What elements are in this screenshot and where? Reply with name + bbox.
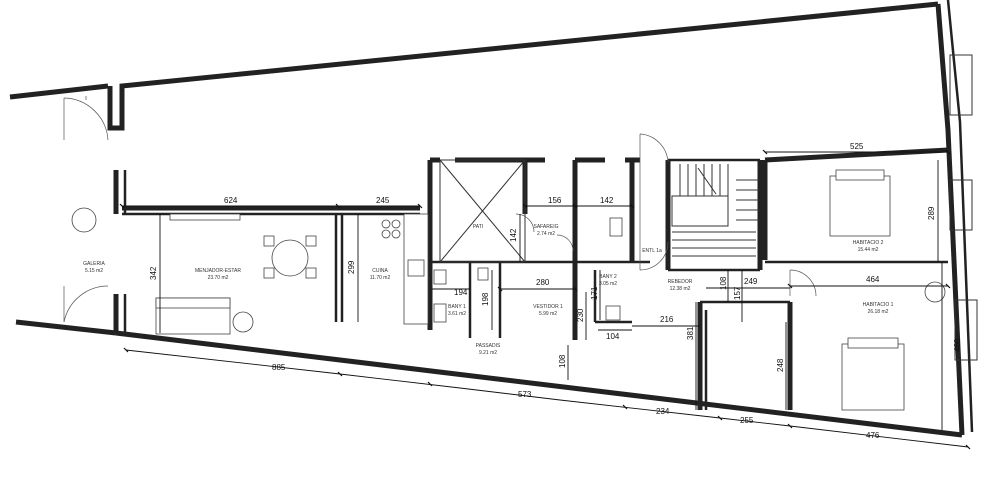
room-name-bany1: BANY 1: [448, 304, 466, 310]
dim-label-460: 460: [953, 338, 962, 352]
dim-label-198: 198: [481, 292, 490, 306]
dim-label-108-bottom: 108: [558, 354, 567, 368]
room-area-bany2: 3.05 m2: [599, 281, 617, 287]
room-name-pati: PATI: [473, 224, 483, 230]
dim-label-194: 194: [454, 288, 468, 297]
room-name-cuina: CUINA: [372, 268, 388, 274]
dim-label-171: 171: [590, 286, 599, 300]
interior-walls: [122, 147, 949, 410]
room-name-habitacio2: HABITACIO 2: [853, 240, 884, 246]
dim-label-108: 108: [719, 276, 728, 290]
room-name-rebedor: REBEDOR: [668, 279, 693, 285]
room-area-rebedor: 12.38 m2: [670, 286, 691, 292]
room-name-entl: ENTL 1a: [642, 248, 662, 254]
room-area-habitacio2: 15.44 m2: [858, 247, 879, 253]
dim-label-245: 245: [376, 196, 390, 205]
patio-void: [439, 159, 526, 263]
dimension-lines: [119, 149, 971, 450]
dim-label-280: 280: [536, 278, 550, 287]
gallery-doors: [63, 96, 109, 323]
dim-label-885: 885: [272, 363, 286, 372]
dim-label-230: 230: [576, 308, 585, 322]
dim-label-289: 289: [927, 206, 936, 220]
room-area-habitacio1: 26.18 m2: [868, 309, 889, 315]
dim-label-573: 573: [518, 390, 532, 399]
room-name-galeria: GALERIA: [83, 261, 105, 267]
room-labels: GALERIA 5.15 m2 MENJADOR-ESTAR 23.70 m2 …: [83, 224, 893, 356]
dim-label-104: 104: [606, 332, 620, 341]
dim-label-234: 234: [656, 407, 670, 416]
dim-label-156: 156: [548, 196, 562, 205]
dim-label-216: 216: [660, 315, 674, 324]
room-area-galeria: 5.15 m2: [85, 268, 103, 274]
dim-label-464: 464: [866, 275, 880, 284]
room-name-bany2: BANY 2: [599, 274, 617, 280]
dim-label-255: 255: [740, 416, 754, 425]
room-name-vestidor: VESTIDOR 1: [533, 304, 563, 310]
staircase: [671, 164, 760, 257]
dim-label-381: 381: [686, 326, 695, 340]
dimension-labels: 624 245 156 142 525 289 342 299 142 280 …: [149, 142, 962, 440]
room-doors: [515, 213, 817, 297]
room-area-vestidor: 5.99 m2: [539, 311, 557, 317]
entrance-door: [639, 133, 669, 271]
room-name-habitacio1: HABITACIO 1: [863, 302, 894, 308]
dim-label-142: 142: [600, 196, 614, 205]
room-name-menjador: MENJADOR-ESTAR: [195, 268, 241, 274]
dim-label-525: 525: [850, 142, 864, 151]
dim-label-624: 624: [224, 196, 238, 205]
room-area-menjador: 23.70 m2: [208, 275, 229, 281]
dim-label-157: 157: [733, 286, 742, 300]
room-name-passadis: PASSADIS: [476, 343, 501, 349]
room-area-safareig: 2.74 m2: [537, 231, 555, 237]
exterior-walls: [9, 0, 974, 438]
room-area-passadis: 9.21 m2: [479, 350, 497, 356]
windows: [949, 54, 978, 361]
dim-label-299: 299: [347, 260, 356, 274]
dim-label-249: 249: [744, 277, 758, 286]
room-area-cuina: 11.70 m2: [370, 275, 391, 281]
dim-label-476: 476: [866, 431, 880, 440]
dim-label-248: 248: [776, 358, 785, 372]
furniture: [71, 169, 946, 411]
dim-label-142-vertical: 142: [509, 228, 518, 242]
room-area-bany1: 3.61 m2: [448, 311, 466, 317]
room-name-safareig: SAFAREIG: [533, 224, 558, 230]
dim-label-342: 342: [149, 266, 158, 280]
